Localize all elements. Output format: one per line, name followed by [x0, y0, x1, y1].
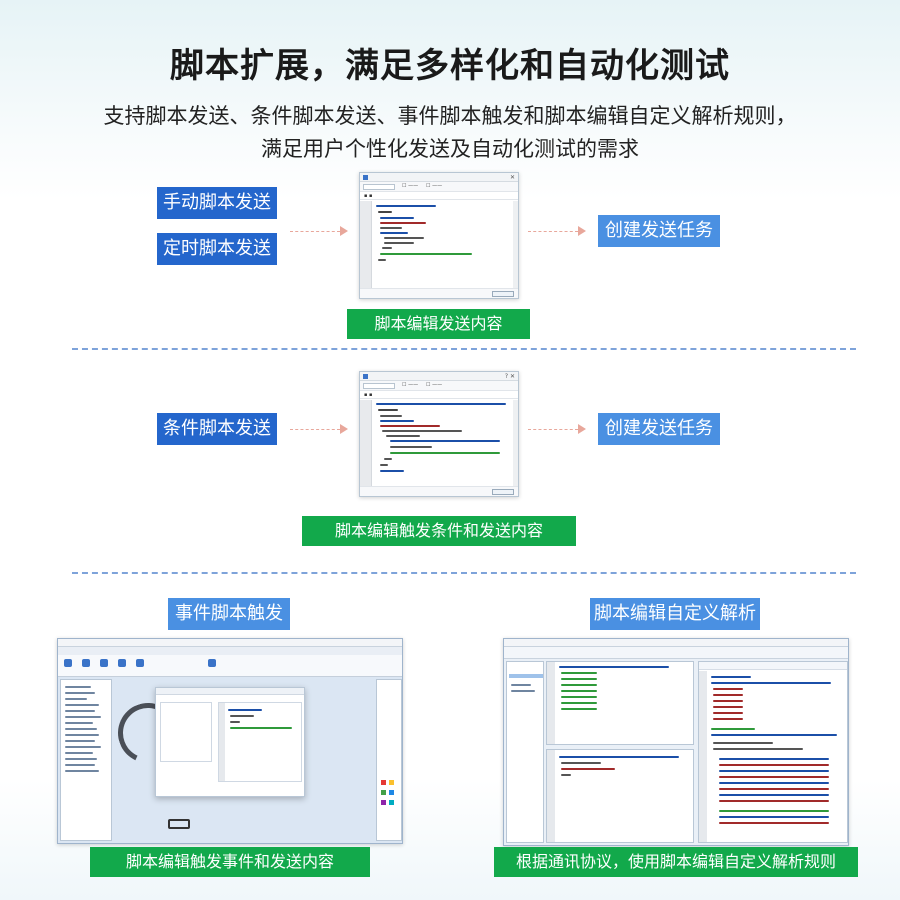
label-timed-script-send: 定时脚本发送	[157, 233, 277, 265]
label-create-send-task-2: 创建发送任务	[598, 413, 720, 445]
script-editor-window-2: ? ✕ ☐ ——☐ —— ▪ ▪	[359, 371, 519, 497]
script-editor-window-1: ✕ ☐ ——☐ —— ▪ ▪	[359, 172, 519, 299]
arrow-right-1	[528, 231, 578, 232]
label-condition-script-send: 条件脚本发送	[157, 413, 277, 445]
arrowhead-left-1	[340, 226, 348, 236]
label-manual-script-send: 手动脚本发送	[157, 187, 277, 219]
subtitle-line-1: 支持脚本发送、条件脚本发送、事件脚本触发和脚本编辑自定义解析规则，	[103, 104, 797, 128]
arrow-right-2	[528, 429, 578, 430]
arrowhead-right-1	[578, 226, 586, 236]
label-script-custom-parse: 脚本编辑自定义解析	[590, 598, 760, 630]
arrow-left-1	[290, 231, 340, 232]
caption-script-edit-trigger-event: 脚本编辑触发事件和发送内容	[90, 847, 370, 877]
label-create-send-task-1: 创建发送任务	[598, 215, 720, 247]
arrow-left-2	[290, 429, 340, 430]
page-headline: 脚本扩展，满足多样化和自动化测试	[170, 46, 730, 86]
subtitle-line-2: 满足用户个性化发送及自动化测试的需求	[261, 137, 639, 161]
arrowhead-right-2	[578, 424, 586, 434]
section-divider-1	[72, 348, 856, 350]
app-screenshot-event-trigger	[57, 638, 403, 844]
label-event-script-trigger: 事件脚本触发	[168, 598, 290, 630]
caption-script-edit-trigger-condition: 脚本编辑触发条件和发送内容	[302, 516, 576, 546]
app-screenshot-custom-parse	[503, 638, 849, 846]
arrowhead-left-2	[340, 424, 348, 434]
caption-script-custom-parse-rules: 根据通讯协议，使用脚本编辑自定义解析规则	[494, 847, 858, 877]
section-divider-2	[72, 572, 856, 574]
caption-script-edit-send-content: 脚本编辑发送内容	[347, 309, 530, 339]
